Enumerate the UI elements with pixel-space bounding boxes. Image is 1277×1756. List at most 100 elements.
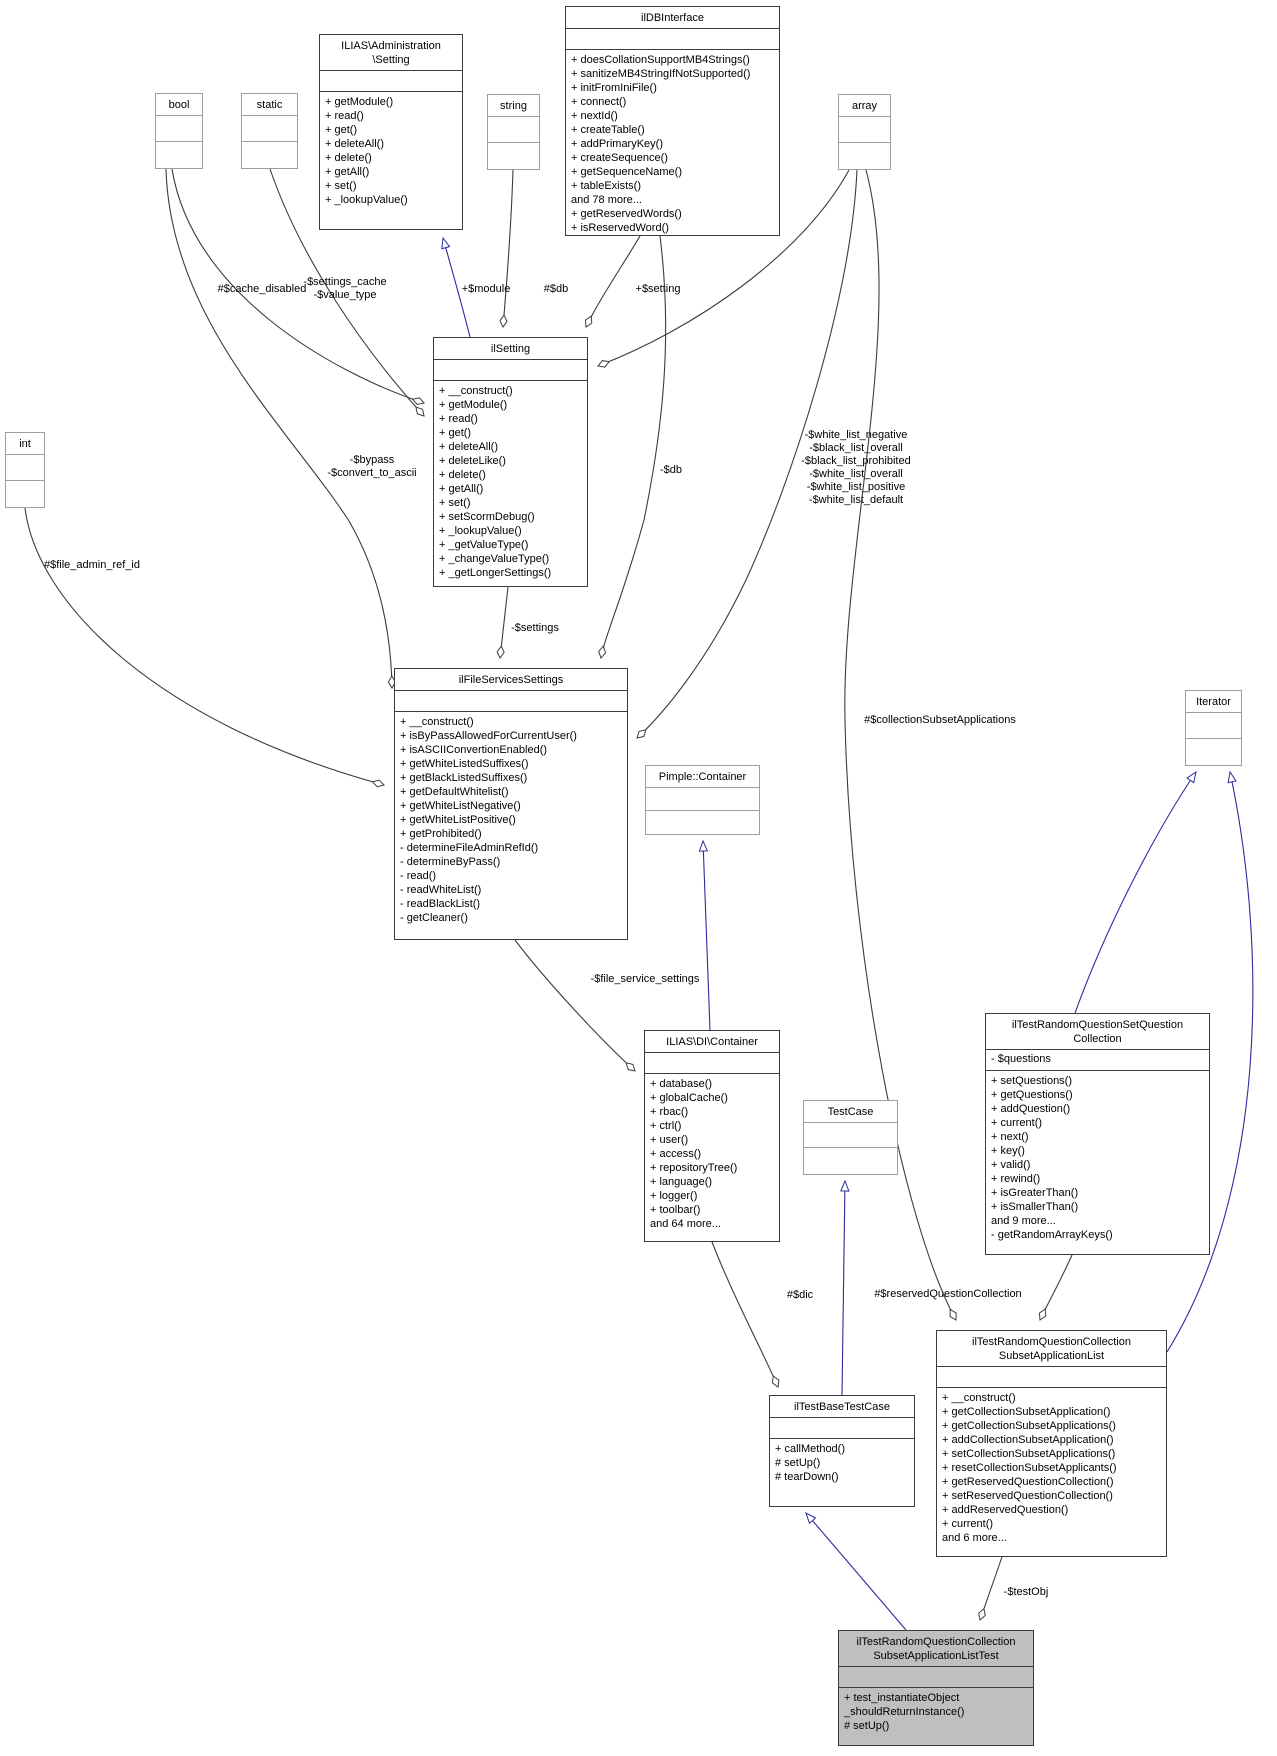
class-node-ildbinterface[interactable]: ilDBInterface + doesCollationSupportMB4S… (565, 6, 780, 236)
class-method: + getAll() (325, 166, 370, 178)
class-node-basetest[interactable]: ilTestBaseTestCase + callMethod()# setUp… (769, 1395, 915, 1507)
class-methods (242, 142, 297, 169)
edge-label-line: -$white_list_overall (809, 468, 903, 480)
class-title-line: \Setting (372, 54, 410, 66)
class-method: + isSmallerThan() (991, 1201, 1079, 1213)
class-method: + __construct() (942, 1392, 1016, 1404)
class-title-line: static (256, 99, 283, 111)
edge-label-line: -$white_list_default (809, 494, 903, 506)
class-method: + getProhibited() (400, 828, 482, 840)
edge-label-u-array-files: -$white_list_negative-$black_list_overal… (801, 429, 910, 506)
edge-i-main-base (805, 1511, 907, 1631)
edge-label-line: +$module (462, 283, 511, 295)
class-method: + getAll() (439, 483, 484, 495)
class-methods: + callMethod()# setUp()# tearDown() (770, 1439, 914, 1506)
class-node-string[interactable]: string (487, 94, 540, 170)
class-node-static[interactable]: static (241, 93, 298, 169)
class-title-line: string (500, 100, 527, 112)
class-node-testcase[interactable]: TestCase (803, 1100, 898, 1175)
edge-label-u-qcol-sub: #$reservedQuestionCollection (874, 1288, 1021, 1300)
class-method: + key() (991, 1145, 1025, 1157)
class-method: - determineFileAdminRefId() (400, 842, 539, 854)
class-title: int (6, 433, 44, 455)
class-title-line: bool (168, 99, 190, 111)
class-title: ilFileServicesSettings (395, 669, 627, 691)
edge-u-array-files (636, 169, 858, 739)
edge-i-di-pimple (698, 839, 711, 1031)
class-method: + globalCache() (650, 1092, 728, 1104)
class-methods: + doesCollationSupportMB4Strings()+ sani… (566, 50, 779, 238)
class-title-line: Iterator (1196, 696, 1231, 708)
edge-label-line: #$cache_disabled (218, 283, 307, 295)
class-method: + addQuestion() (991, 1103, 1071, 1115)
class-methods (839, 143, 890, 170)
edge-label-u-bool-files: -$bypass-$convert_to_ascii (327, 454, 416, 479)
class-method: + addPrimaryKey() (571, 138, 664, 150)
edge-u-int-files (24, 507, 385, 788)
class-title-line: Collection (1073, 1033, 1122, 1045)
class-title-line: ilDBInterface (641, 12, 704, 24)
edge-label-u-string-set: +$module (462, 283, 511, 295)
class-method: # setUp() (775, 1457, 821, 1469)
class-method: + getReservedWords() (571, 208, 682, 220)
class-node-bool[interactable]: bool (155, 93, 203, 169)
class-title: Iterator (1186, 691, 1241, 713)
class-node-iterator[interactable]: Iterator (1185, 690, 1242, 766)
class-node-ilsetting[interactable]: ilSetting + __construct()+ getModule()+ … (433, 337, 588, 587)
class-methods: + getModule()+ read()+ get()+ deleteAll(… (320, 92, 462, 229)
edge-label-u-bool-set: #$cache_disabled (218, 283, 307, 295)
edge-label-u-sub-main: -$testObj (1004, 1586, 1049, 1598)
class-method: _shouldReturnInstance() (844, 1706, 965, 1718)
class-title: ilSetting (434, 338, 587, 360)
class-method: + next() (991, 1131, 1029, 1143)
class-method: + getCollectionSubsetApplication() (942, 1406, 1111, 1418)
class-method: + createSequence() (571, 152, 668, 164)
class-attributes: - $questions (986, 1050, 1209, 1071)
class-method: + __construct() (400, 716, 474, 728)
edge-label-line: -$settings (511, 622, 559, 634)
class-method: + read() (325, 110, 364, 122)
class-method: + isReservedWord() (571, 222, 669, 234)
class-method: + getWhiteListedSuffixes() (400, 758, 529, 770)
class-attributes (242, 116, 297, 142)
class-method: + getWhiteListNegative() (400, 800, 521, 812)
class-attributes (646, 788, 759, 811)
class-method: + rewind() (991, 1173, 1041, 1185)
class-method: + get() (439, 427, 472, 439)
class-title-line: ilFileServicesSettings (458, 674, 564, 686)
class-method: + database() (650, 1078, 713, 1090)
class-method: - getRandomArrayKeys() (991, 1229, 1113, 1241)
class-method: + connect() (571, 96, 627, 108)
class-attributes (320, 71, 462, 92)
edge-label-u-files-di: -$file_service_settings (591, 973, 700, 985)
class-attributes (839, 117, 890, 143)
edge-u-static-set (269, 168, 425, 417)
class-method: and 64 more... (650, 1218, 721, 1230)
class-method: + ctrl() (650, 1120, 682, 1132)
class-node-pimple[interactable]: Pimple::Container (645, 765, 760, 835)
class-title-line: ilTestBaseTestCase (794, 1401, 890, 1413)
class-title-line: ilTestRandomQuestionCollection (856, 1636, 1016, 1648)
class-title-line: ILIAS\DI\Container (666, 1036, 758, 1048)
class-method: + sanitizeMB4StringIfNotSupported() (571, 68, 751, 80)
class-methods (488, 143, 539, 170)
edge-label-u-static-set: -$settings_cache-$value_type (303, 276, 386, 301)
class-method: + setCollectionSubsetApplications() (942, 1448, 1116, 1460)
class-node-adminsetting[interactable]: ILIAS\Administration \Setting + getModule… (319, 34, 463, 230)
edge-label-line: -$value_type (314, 289, 377, 301)
class-node-array[interactable]: array (838, 94, 891, 170)
class-title-line: ILIAS\Administration (341, 40, 441, 52)
class-title-line: SubsetApplicationList (998, 1350, 1105, 1362)
class-node-dicontainer[interactable]: ILIAS\DI\Container + database() + globalC… (644, 1030, 780, 1242)
class-node-filesettings[interactable]: ilFileServicesSettings + __construct() + … (394, 668, 628, 940)
edge-label-u-set-files: -$settings (511, 622, 559, 634)
edge-u-qcol-sub (1038, 1254, 1073, 1321)
class-methods: + __construct() + getCollectionSubsetAppl… (937, 1388, 1166, 1556)
class-node-int[interactable]: int (5, 432, 45, 508)
edge-label-line: -$white_list_negative (805, 429, 908, 441)
